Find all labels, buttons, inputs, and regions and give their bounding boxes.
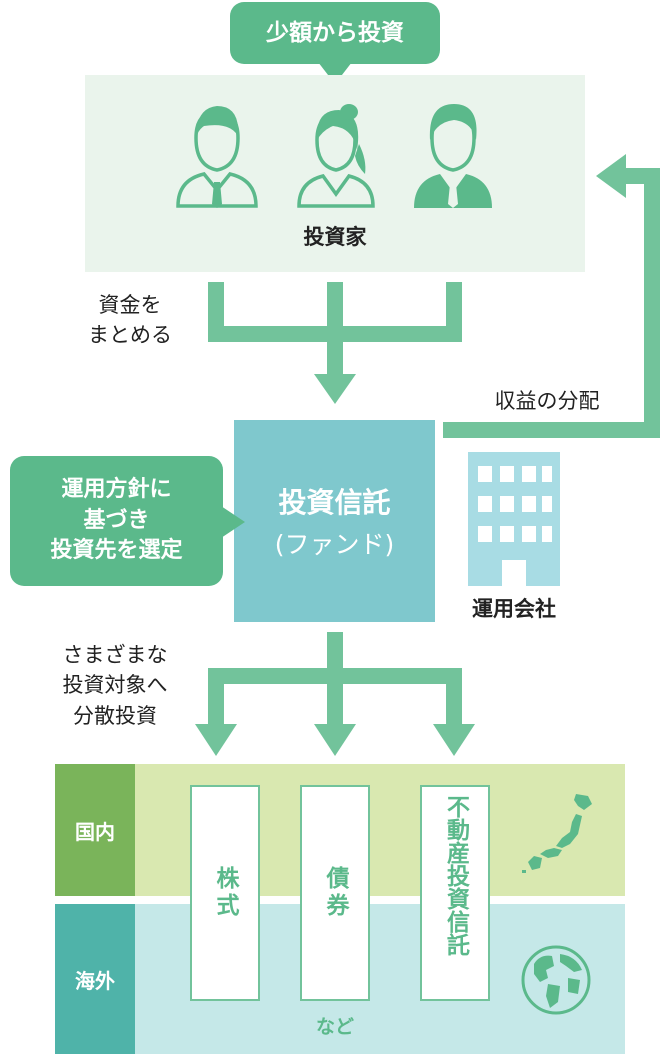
return-line-bottom [443, 422, 660, 438]
asset-column-stocks: 株式 [190, 785, 260, 1001]
diversify-arrow-left [195, 724, 237, 756]
policy-bubble-pointer [221, 506, 245, 538]
investor-line-left [208, 282, 224, 340]
company-label-text: 運用会社 [472, 597, 556, 621]
pool-label-line1: 資金を [98, 293, 162, 317]
investor-arrow-head [314, 374, 356, 404]
domestic-label: 国内 [75, 819, 115, 844]
pool-label-line2: まとめる [88, 323, 172, 348]
policy-bubble: 運用方針に 基づき 投資先を選定 [10, 456, 223, 586]
investors-label-text: 投資家 [303, 225, 367, 249]
diversify-arrow-center [314, 724, 356, 756]
policy-line2: 基づき [83, 507, 150, 533]
diversify-bar [208, 668, 462, 684]
top-bubble-pointer [318, 62, 352, 84]
return-line-top [622, 168, 660, 184]
globe-icon [521, 945, 591, 1015]
asset-reit-text: 不動産投資信託 [442, 795, 469, 956]
policy-line3: 投資先を選定 [50, 538, 183, 564]
investor-line-center [327, 282, 343, 340]
diversify-line1: さまざまな [62, 643, 168, 667]
man-icon [414, 104, 492, 208]
asset-stocks-text: 株式 [212, 866, 238, 920]
investor-down-stem [327, 326, 343, 378]
diversify-line-left [208, 668, 224, 728]
japan-map-icon [522, 794, 592, 873]
diversify-label: さまざまな 投資対象へ 分散投資 [30, 640, 200, 731]
diversify-line3: 分散投資 [73, 703, 157, 728]
etc-label-text: など [315, 1016, 354, 1038]
etc-label: など [300, 1012, 370, 1039]
fund-box: 投資信託 (ファンド) [234, 420, 435, 622]
asset-bonds-text: 債券 [322, 866, 348, 920]
return-label: 収益の分配 [462, 386, 632, 416]
domestic-tab: 国内 [55, 764, 135, 896]
policy-line1: 運用方針に [61, 476, 172, 502]
top-bubble: 少額から投資 [230, 2, 440, 64]
office-building-icon [468, 452, 560, 586]
return-label-text: 収益の分配 [494, 389, 600, 413]
investor-panel [85, 75, 585, 272]
woman-icon [297, 104, 375, 208]
pool-label: 資金を まとめる [60, 290, 200, 351]
company-label: 運用会社 [444, 594, 584, 624]
diversify-line2: 投資対象へ [62, 673, 168, 698]
overseas-tab: 海外 [55, 904, 135, 1054]
return-arrow-head [596, 154, 626, 198]
fund-subtitle: (ファンド) [274, 530, 395, 559]
asset-column-bonds: 債券 [300, 785, 370, 1001]
diversify-line-right [446, 668, 462, 728]
asset-column-reit: 不動産投資信託 [420, 785, 490, 1001]
man-icon [176, 106, 258, 208]
investors-label: 投資家 [260, 222, 410, 252]
top-bubble-text: 少額から投資 [266, 19, 404, 46]
investor-line-right [446, 282, 462, 340]
return-line-up [644, 168, 660, 438]
fund-title: 投資信託 [278, 486, 391, 519]
diversify-arrow-right [433, 724, 475, 756]
overseas-label: 海外 [75, 968, 115, 993]
